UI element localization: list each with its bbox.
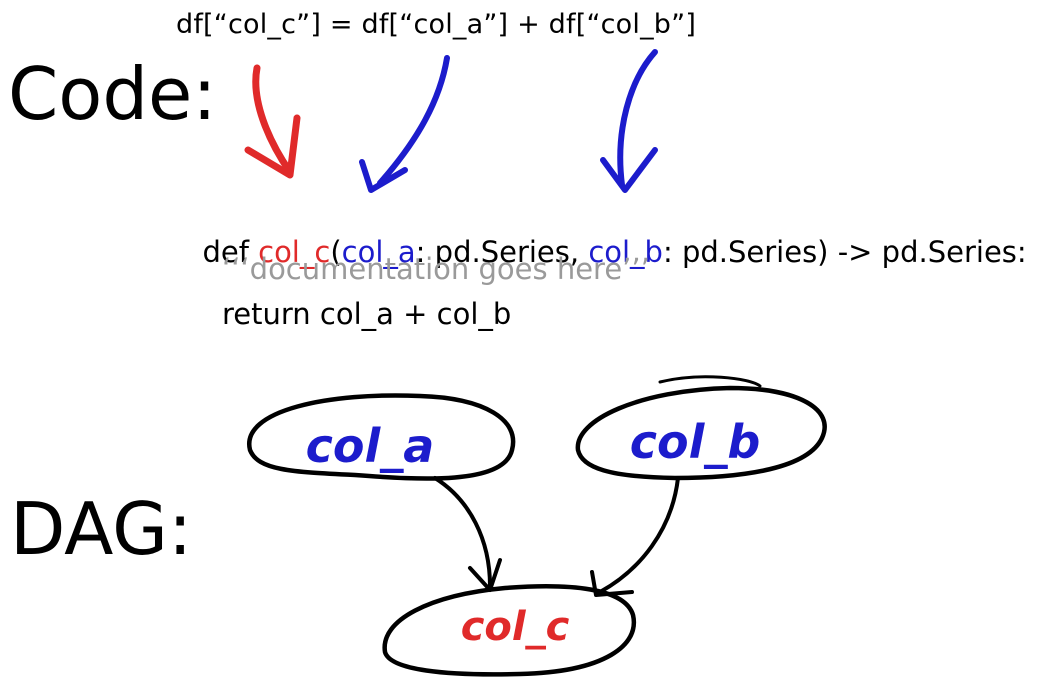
dag-node-col-b-label: col_b xyxy=(630,415,761,469)
dag-node-col-c: col_c xyxy=(382,584,637,677)
param-col-b-type: : pd.Series) -> pd.Series: xyxy=(662,235,1027,269)
def-keyword: def xyxy=(202,235,259,269)
arrow-col-c-to-function-name xyxy=(244,64,301,179)
arrow-col-b-to-param xyxy=(600,49,658,193)
pandas-expression: df[“col_c”] = df[“col_a”] + df[“col_b”] xyxy=(176,9,697,40)
dag-node-col-a-label: col_a xyxy=(306,419,435,473)
param-col-b: col_b xyxy=(588,235,663,269)
open-paren: ( xyxy=(330,235,342,269)
dag-node-col-c-label: col_c xyxy=(461,604,570,650)
dag-node-col-a: col_a xyxy=(247,393,516,481)
function-signature: def col_c(col_a: pd.Series, col_b: pd.Se… xyxy=(184,209,1027,269)
param-col-a: col_a xyxy=(341,235,416,269)
dag-node-col-b: col_b xyxy=(575,375,827,481)
dag-edge-col-b-to-col-c xyxy=(590,476,680,597)
param-col-a-type: : pd.Series, xyxy=(415,235,589,269)
return-statement: return col_a + col_b xyxy=(222,297,512,331)
function-name: col_c xyxy=(258,235,331,269)
dag-heading: DAG: xyxy=(10,487,193,571)
code-heading: Code: xyxy=(8,52,217,136)
dag-edge-col-a-to-col-c xyxy=(433,476,502,592)
docstring: ‘‘‘documentation goes here’’’ xyxy=(222,252,650,286)
arrow-col-a-to-param xyxy=(359,55,450,193)
